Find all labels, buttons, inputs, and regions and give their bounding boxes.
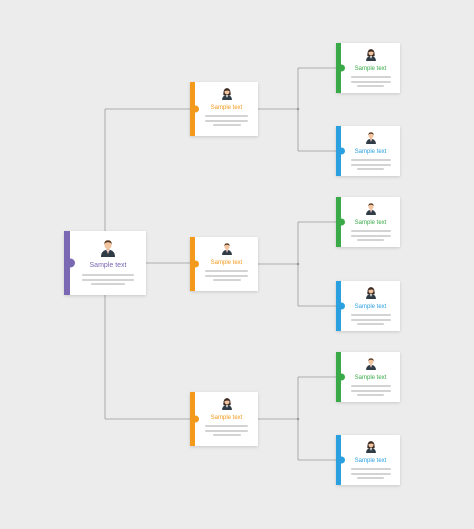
male-avatar-icon — [364, 356, 378, 370]
manager-card[interactable]: Sample text — [190, 392, 258, 446]
report-card[interactable]: Sample text — [336, 197, 400, 247]
placeholder-text-line — [205, 115, 248, 117]
placeholder-text-line — [205, 274, 248, 277]
placeholder-text-line — [351, 76, 391, 78]
placeholder-text-line — [351, 385, 391, 387]
card-title: Sample text — [354, 149, 387, 155]
placeholder-text-line — [351, 389, 391, 392]
female-avatar-icon — [364, 439, 378, 453]
placeholder-text-line — [357, 239, 384, 241]
connector-knob — [337, 302, 345, 310]
placeholder-text-line — [205, 429, 248, 432]
placeholder-text-line — [91, 283, 125, 285]
card-title: Sample text — [354, 304, 387, 310]
placeholder-text-line — [351, 468, 391, 470]
placeholder-text-line — [82, 278, 134, 281]
root-card[interactable]: Sample text — [64, 231, 146, 295]
placeholder-text-line — [357, 85, 384, 87]
placeholder-text-line — [357, 168, 384, 170]
report-card[interactable]: Sample text — [336, 43, 400, 93]
placeholder-text-line — [213, 279, 241, 281]
connector-knob — [337, 218, 345, 226]
male-avatar-icon — [364, 201, 378, 215]
placeholder-text-line — [351, 472, 391, 475]
placeholder-text-line — [351, 80, 391, 83]
card-title: Sample text — [210, 105, 243, 111]
male-avatar-icon — [364, 130, 378, 144]
placeholder-text-line — [213, 124, 241, 126]
female-avatar-icon — [364, 285, 378, 299]
placeholder-text-line — [357, 394, 384, 396]
connector-knob — [65, 258, 75, 268]
manager-card[interactable]: Sample text — [190, 82, 258, 136]
connector-knob — [337, 456, 345, 464]
connector-knob — [337, 373, 345, 381]
card-title: Sample text — [354, 375, 387, 381]
card-title: Sample text — [354, 458, 387, 464]
card-title: Sample text — [210, 260, 243, 266]
placeholder-text-line — [205, 270, 248, 272]
placeholder-text-line — [351, 230, 391, 232]
placeholder-text-line — [205, 119, 248, 122]
placeholder-text-line — [351, 163, 391, 166]
connector-knob — [191, 105, 199, 113]
placeholder-text-line — [357, 323, 384, 325]
placeholder-text-line — [351, 314, 391, 316]
card-title: Sample text — [354, 220, 387, 226]
female-avatar-icon — [220, 396, 234, 410]
report-card[interactable]: Sample text — [336, 352, 400, 402]
report-card[interactable]: Sample text — [336, 435, 400, 485]
card-title: Sample text — [89, 262, 127, 269]
placeholder-text-line — [351, 318, 391, 321]
placeholder-text-line — [205, 425, 248, 427]
report-card[interactable]: Sample text — [336, 281, 400, 331]
connector-knob — [337, 147, 345, 155]
female-avatar-icon — [364, 47, 378, 61]
placeholder-text-line — [213, 434, 241, 436]
connector-knob — [191, 415, 199, 423]
male-avatar-icon — [220, 241, 234, 255]
female-avatar-icon — [220, 86, 234, 100]
placeholder-text-line — [357, 477, 384, 479]
connector-knob — [337, 64, 345, 72]
placeholder-text-line — [351, 234, 391, 237]
connector-knob — [191, 260, 199, 268]
card-title: Sample text — [210, 415, 243, 421]
card-title: Sample text — [354, 66, 387, 72]
placeholder-text-line — [351, 159, 391, 161]
male-avatar-icon — [98, 237, 118, 257]
report-card[interactable]: Sample text — [336, 126, 400, 176]
manager-card[interactable]: Sample text — [190, 237, 258, 291]
placeholder-text-line — [82, 274, 134, 276]
